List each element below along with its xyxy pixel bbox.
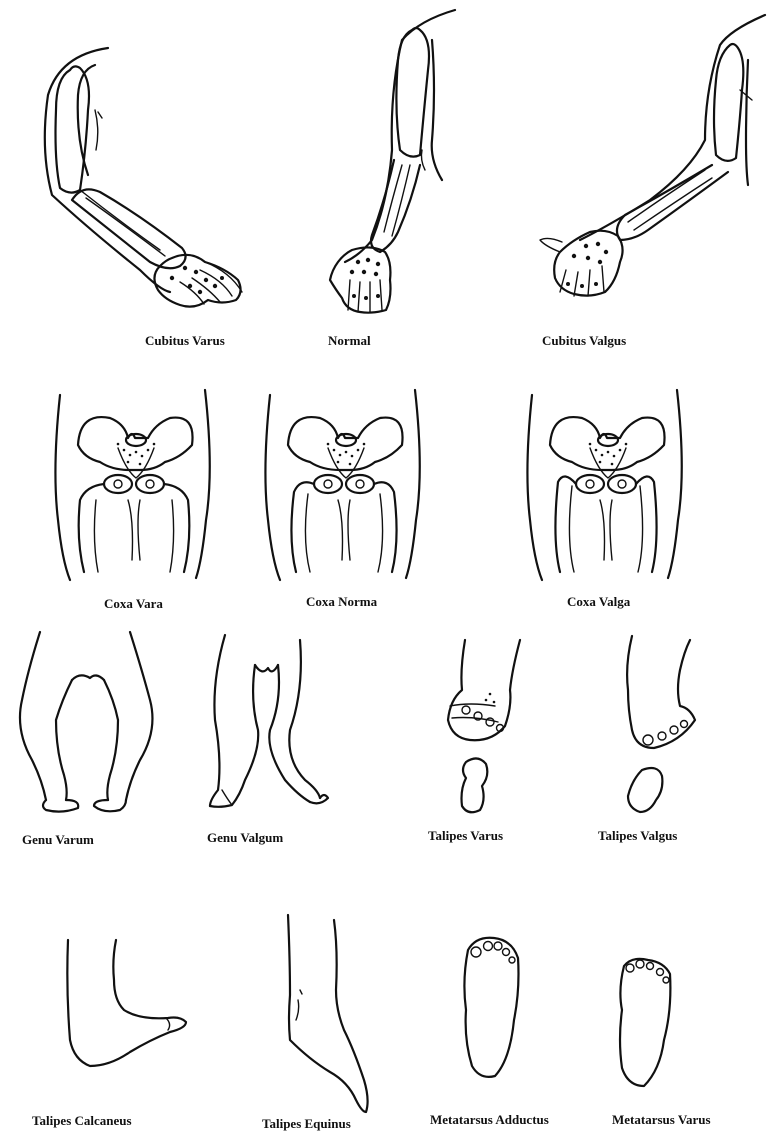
label-metatarsus-varus: Metatarsus Varus (612, 1112, 711, 1127)
talipes-valgus-figure (627, 636, 695, 812)
label-talipes-varus: Talipes Varus (428, 828, 503, 843)
coxa-valga-figure (527, 390, 681, 580)
genu-valgum-figure (210, 635, 328, 807)
label-talipes-valgus: Talipes Valgus (598, 828, 677, 843)
label-talipes-equinus: Talipes Equinus (262, 1116, 351, 1131)
coxa-vara-figure (55, 390, 209, 580)
label-talipes-calcaneus: Talipes Calcaneus (32, 1113, 132, 1128)
label-coxa-norma: Coxa Norma (306, 594, 378, 609)
talipes-calcaneus-figure (67, 940, 186, 1066)
label-cubitus-valgus: Cubitus Valgus (542, 333, 626, 348)
genu-varum-figure (20, 632, 153, 812)
talipes-equinus-figure (288, 915, 368, 1112)
metatarsus-varus-figure (620, 959, 670, 1086)
metatarsus-adductus-figure (464, 938, 518, 1077)
label-metatarsus-adductus: Metatarsus Adductus (430, 1112, 549, 1127)
label-coxa-vara: Coxa Vara (104, 596, 163, 611)
cubitus-varus-figure (45, 48, 242, 307)
coxa-norma-figure (265, 390, 419, 580)
cubitus-valgus-figure (540, 15, 765, 296)
label-genu-varum: Genu Varum (22, 832, 94, 847)
label-coxa-valga: Coxa Valga (567, 594, 631, 609)
label-cubitus-varus: Cubitus Varus (145, 333, 225, 348)
normal-arm-figure (330, 10, 455, 313)
label-genu-valgum: Genu Valgum (207, 830, 283, 845)
talipes-varus-figure (448, 640, 520, 812)
label-normal: Normal (328, 333, 371, 348)
